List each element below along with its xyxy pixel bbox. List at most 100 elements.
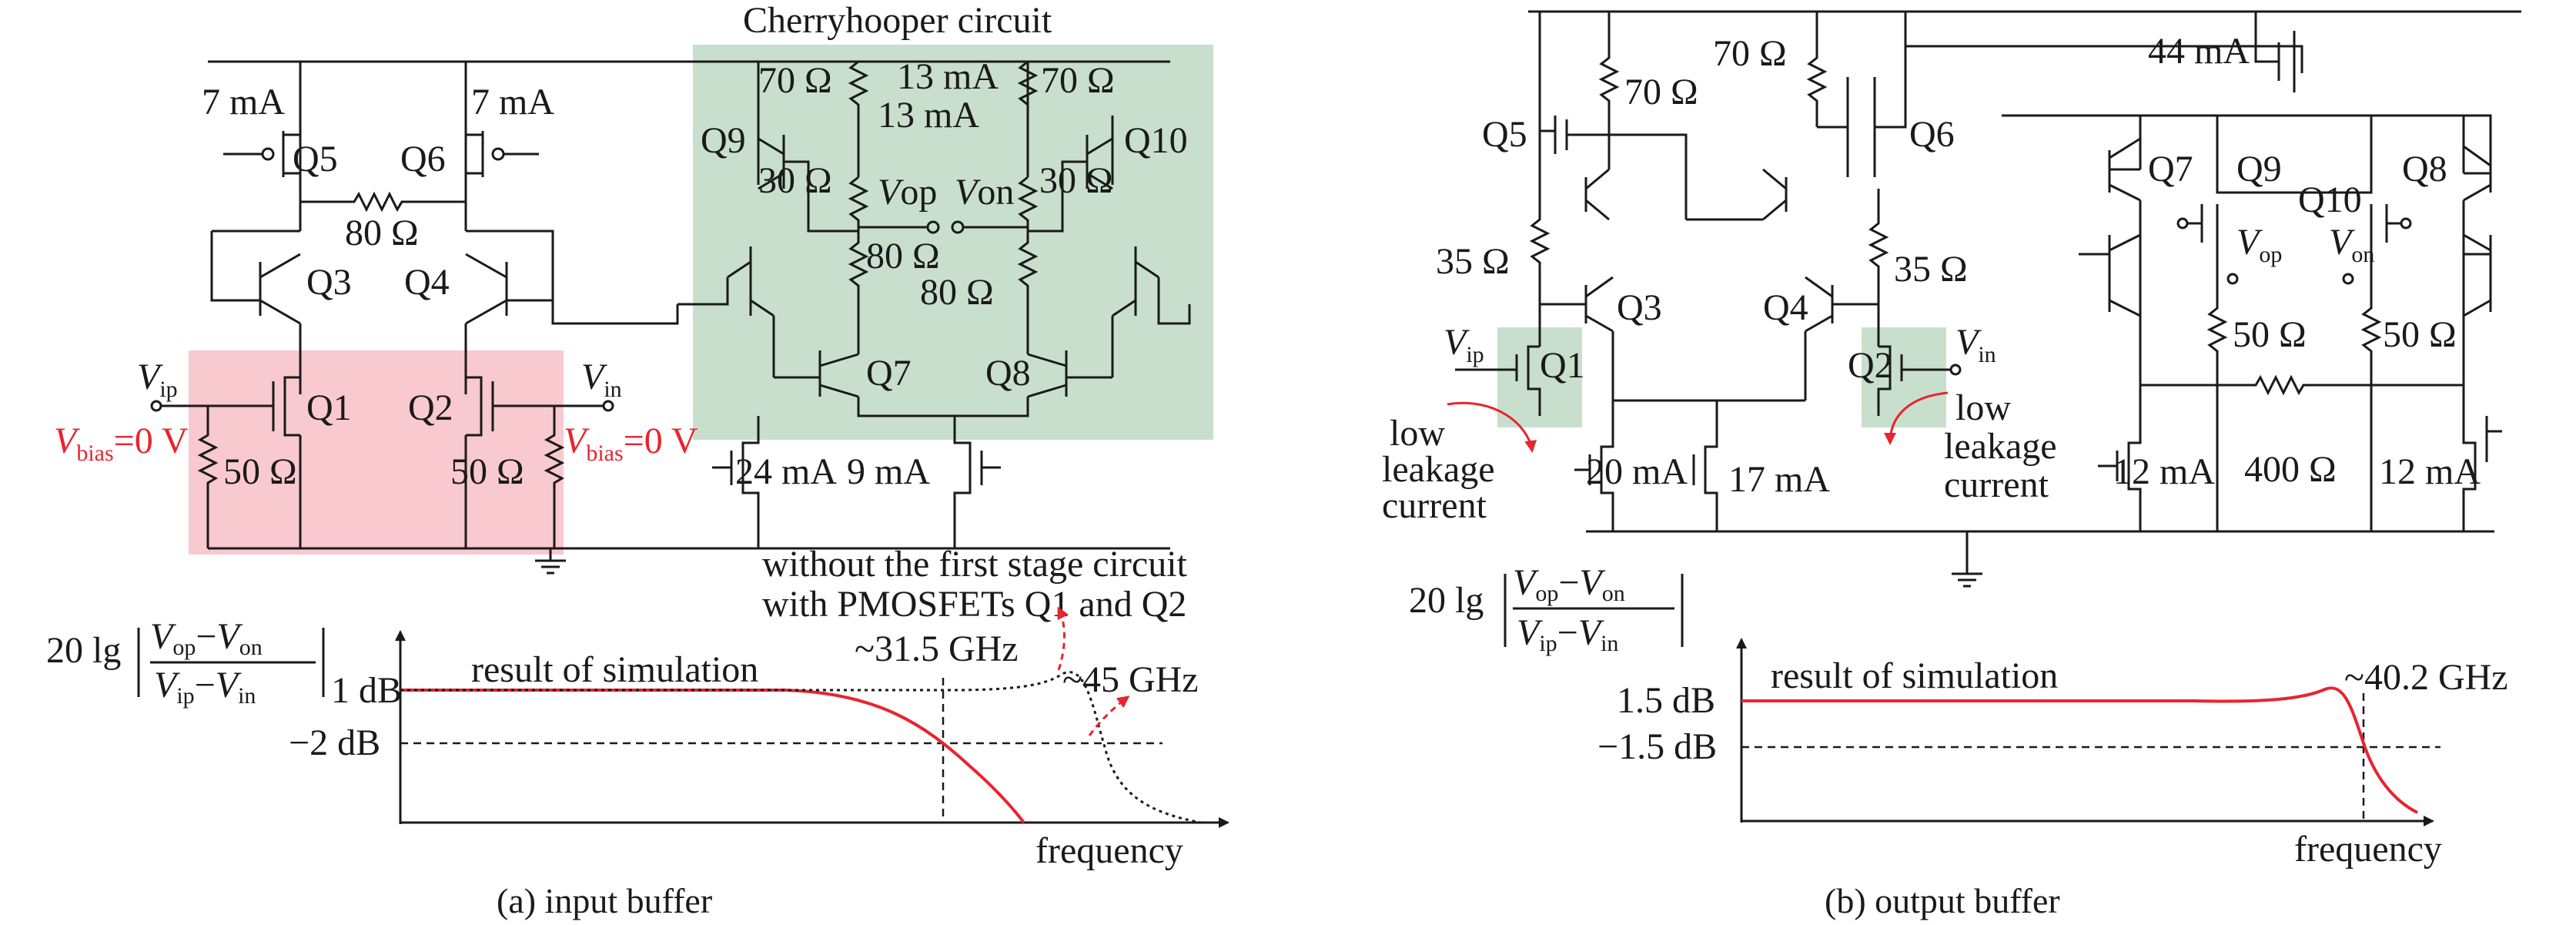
label-vop-b: Vop xyxy=(2236,222,2282,267)
label-r70-b-b: 70 Ω xyxy=(1713,33,1787,74)
label-q10-b: Q10 xyxy=(2298,179,2362,220)
plot-a-f2-label: ~45 GHz xyxy=(1062,659,1199,700)
svg-text:leakage: leakage xyxy=(1382,449,1495,490)
label-vin-b: Vin xyxy=(1955,322,1996,367)
plot-b-denominator: Vip−Vin xyxy=(1517,612,1618,656)
leakage-arrow-right xyxy=(1884,391,1949,445)
current-tail-left-b: 20 mA xyxy=(1586,451,1688,492)
current-tail-left-a: 24 mA xyxy=(735,451,837,492)
label-q2-b: Q2 xyxy=(1848,345,1893,386)
current-tail-right-a: 9 mA xyxy=(847,451,930,492)
plot-a-curve-simulation xyxy=(400,689,1025,824)
label-q8-b: Q8 xyxy=(2402,149,2447,189)
label-r400-b: 400 Ω xyxy=(2244,449,2337,490)
label-q5-b: Q5 xyxy=(1482,114,1527,155)
plot-a-f1-label: ~31.5 GHz xyxy=(855,628,1019,669)
svg-text:current: current xyxy=(1944,464,2049,505)
plot-a-gain-prefix: 20 lg xyxy=(46,630,121,671)
current-tail-r2-b: 12 mA xyxy=(2379,451,2481,492)
label-vop-a: Vop xyxy=(878,172,937,213)
plot-a-red-arrow-right xyxy=(1088,695,1130,736)
label-r80-top: 80 Ω xyxy=(345,213,419,253)
plot-a-note-line1: without the first stage circuit xyxy=(762,544,1188,585)
label-von-a: Von xyxy=(955,172,1014,213)
plot-a-tick-1db: 1 dB xyxy=(331,670,402,711)
label-r35-left-b: 35 Ω xyxy=(1436,241,1510,282)
svg-text:leakage: leakage xyxy=(1944,426,2057,467)
plot-b-tick-m15db: −1.5 dB xyxy=(1597,726,1717,767)
plot-a-tick-m2db: −2 dB xyxy=(289,722,380,763)
label-r70-a-b: 70 Ω xyxy=(1624,72,1698,112)
label-r50-a-b: 50 Ω xyxy=(2233,314,2307,355)
current-tail-r1-b: 12 mA xyxy=(2113,451,2215,492)
label-q9-b: Q9 xyxy=(2236,149,2282,189)
label-q7-a: Q7 xyxy=(866,353,912,394)
label-vbias-left: Vbias=0 V xyxy=(54,421,189,466)
label-r50-right: 50 Ω xyxy=(450,451,524,492)
label-q1: Q1 xyxy=(306,387,352,428)
label-q6-b: Q6 xyxy=(1909,114,1955,155)
panel-b-schematic: Q5 35 Ω 70 Ω Q3 Q4 70 Ω Q6 35 Ω Q1 Q2 Vi… xyxy=(1382,10,2521,588)
label-r50-left: 50 Ω xyxy=(223,451,297,492)
svg-text:low: low xyxy=(1390,413,1445,454)
current-44ma: 44 mA xyxy=(2148,31,2250,72)
plot-b-gain-prefix: 20 lg xyxy=(1409,580,1484,621)
label-r35-right-b: 35 Ω xyxy=(1894,249,1968,290)
label-q2: Q2 xyxy=(408,387,453,428)
label-r70-right-a: 70 Ω xyxy=(1041,60,1115,101)
ground-icon xyxy=(535,559,566,575)
plot-b-xlabel: frequency xyxy=(2294,829,2442,870)
label-q3-b: Q3 xyxy=(1617,287,1662,328)
label-q8-a: Q8 xyxy=(985,353,1031,394)
label-q3: Q3 xyxy=(306,262,352,303)
panel-a-schematic: Cherryhooper circuit Q5 Q6 7 mA 7 mA 80 … xyxy=(54,0,1213,575)
plot-a-red-arrow-up xyxy=(1057,606,1069,671)
label-r80-mid-a: 80 Ω xyxy=(866,236,940,276)
leakage-right-b: low leakage current xyxy=(1944,387,2057,505)
label-q6: Q6 xyxy=(400,139,446,179)
label-r50-b-b: 50 Ω xyxy=(2383,314,2457,355)
leakage-left-b: low leakage current xyxy=(1382,413,1495,526)
label-r80-mid2-a: 80 Ω xyxy=(920,272,994,313)
label-q9-a: Q9 xyxy=(701,120,746,161)
plot-b-result-label: result of simulation xyxy=(1771,655,2058,696)
label-ch-13ma-1: 13 mA xyxy=(897,56,999,97)
resistor-80-top xyxy=(300,191,466,213)
label-r30-left-a: 30 Ω xyxy=(758,160,832,201)
svg-text:low: low xyxy=(1955,387,2011,428)
panel-a-plot: 20 lg Vop−Von Vip−Vin 1 dB −2 dB result … xyxy=(46,544,1229,871)
plot-b-f-label: ~40.2 GHz xyxy=(2344,657,2508,698)
caption-a: (a) input buffer xyxy=(497,881,712,920)
label-vin-a: Vin xyxy=(581,357,622,402)
label-r30-right-a: 30 Ω xyxy=(1039,160,1113,201)
current-tail-mid-b: 17 mA xyxy=(1728,459,1830,500)
label-ch-13ma-2: 13 mA xyxy=(878,95,979,136)
input-stage-highlight xyxy=(189,350,564,555)
panel-b-plot: 20 lg Vop−Von Vip−Vin 1.5 dB −1.5 dB res… xyxy=(1409,562,2508,870)
plot-a-xlabel: frequency xyxy=(1035,830,1183,871)
label-vip-a: Vip xyxy=(137,357,178,402)
plot-b-tick-15db: 1.5 dB xyxy=(1617,680,1715,721)
label-r70-left-a: 70 Ω xyxy=(758,60,832,101)
plot-b-numerator: Vop−Von xyxy=(1513,562,1625,606)
cherryhooper-title: Cherryhooper circuit xyxy=(743,0,1052,41)
current-q6: 7 mA xyxy=(471,82,554,122)
label-vip-b: Vip xyxy=(1444,322,1484,367)
plot-a-numerator: Vop−Von xyxy=(150,616,263,660)
label-q4-b: Q4 xyxy=(1763,287,1808,328)
label-q4: Q4 xyxy=(404,262,450,303)
cherryhooper-highlight xyxy=(693,45,1213,440)
label-q10-a: Q10 xyxy=(1124,120,1188,161)
current-q5: 7 mA xyxy=(202,82,285,122)
caption-b: (b) output buffer xyxy=(1825,881,2060,920)
plot-a-denominator: Vip−Vin xyxy=(154,665,256,709)
label-von-b: Von xyxy=(2329,222,2374,267)
label-q5: Q5 xyxy=(293,139,338,179)
label-q7-b: Q7 xyxy=(2148,149,2193,189)
label-vbias-right: Vbias=0 V xyxy=(564,421,698,466)
plot-a-note-line2: with PMOSFETs Q1 and Q2 xyxy=(762,584,1186,625)
plot-b-curve-simulation xyxy=(1741,686,2418,814)
svg-text:current: current xyxy=(1382,485,1487,526)
leakage-arrow-left xyxy=(1447,401,1537,453)
